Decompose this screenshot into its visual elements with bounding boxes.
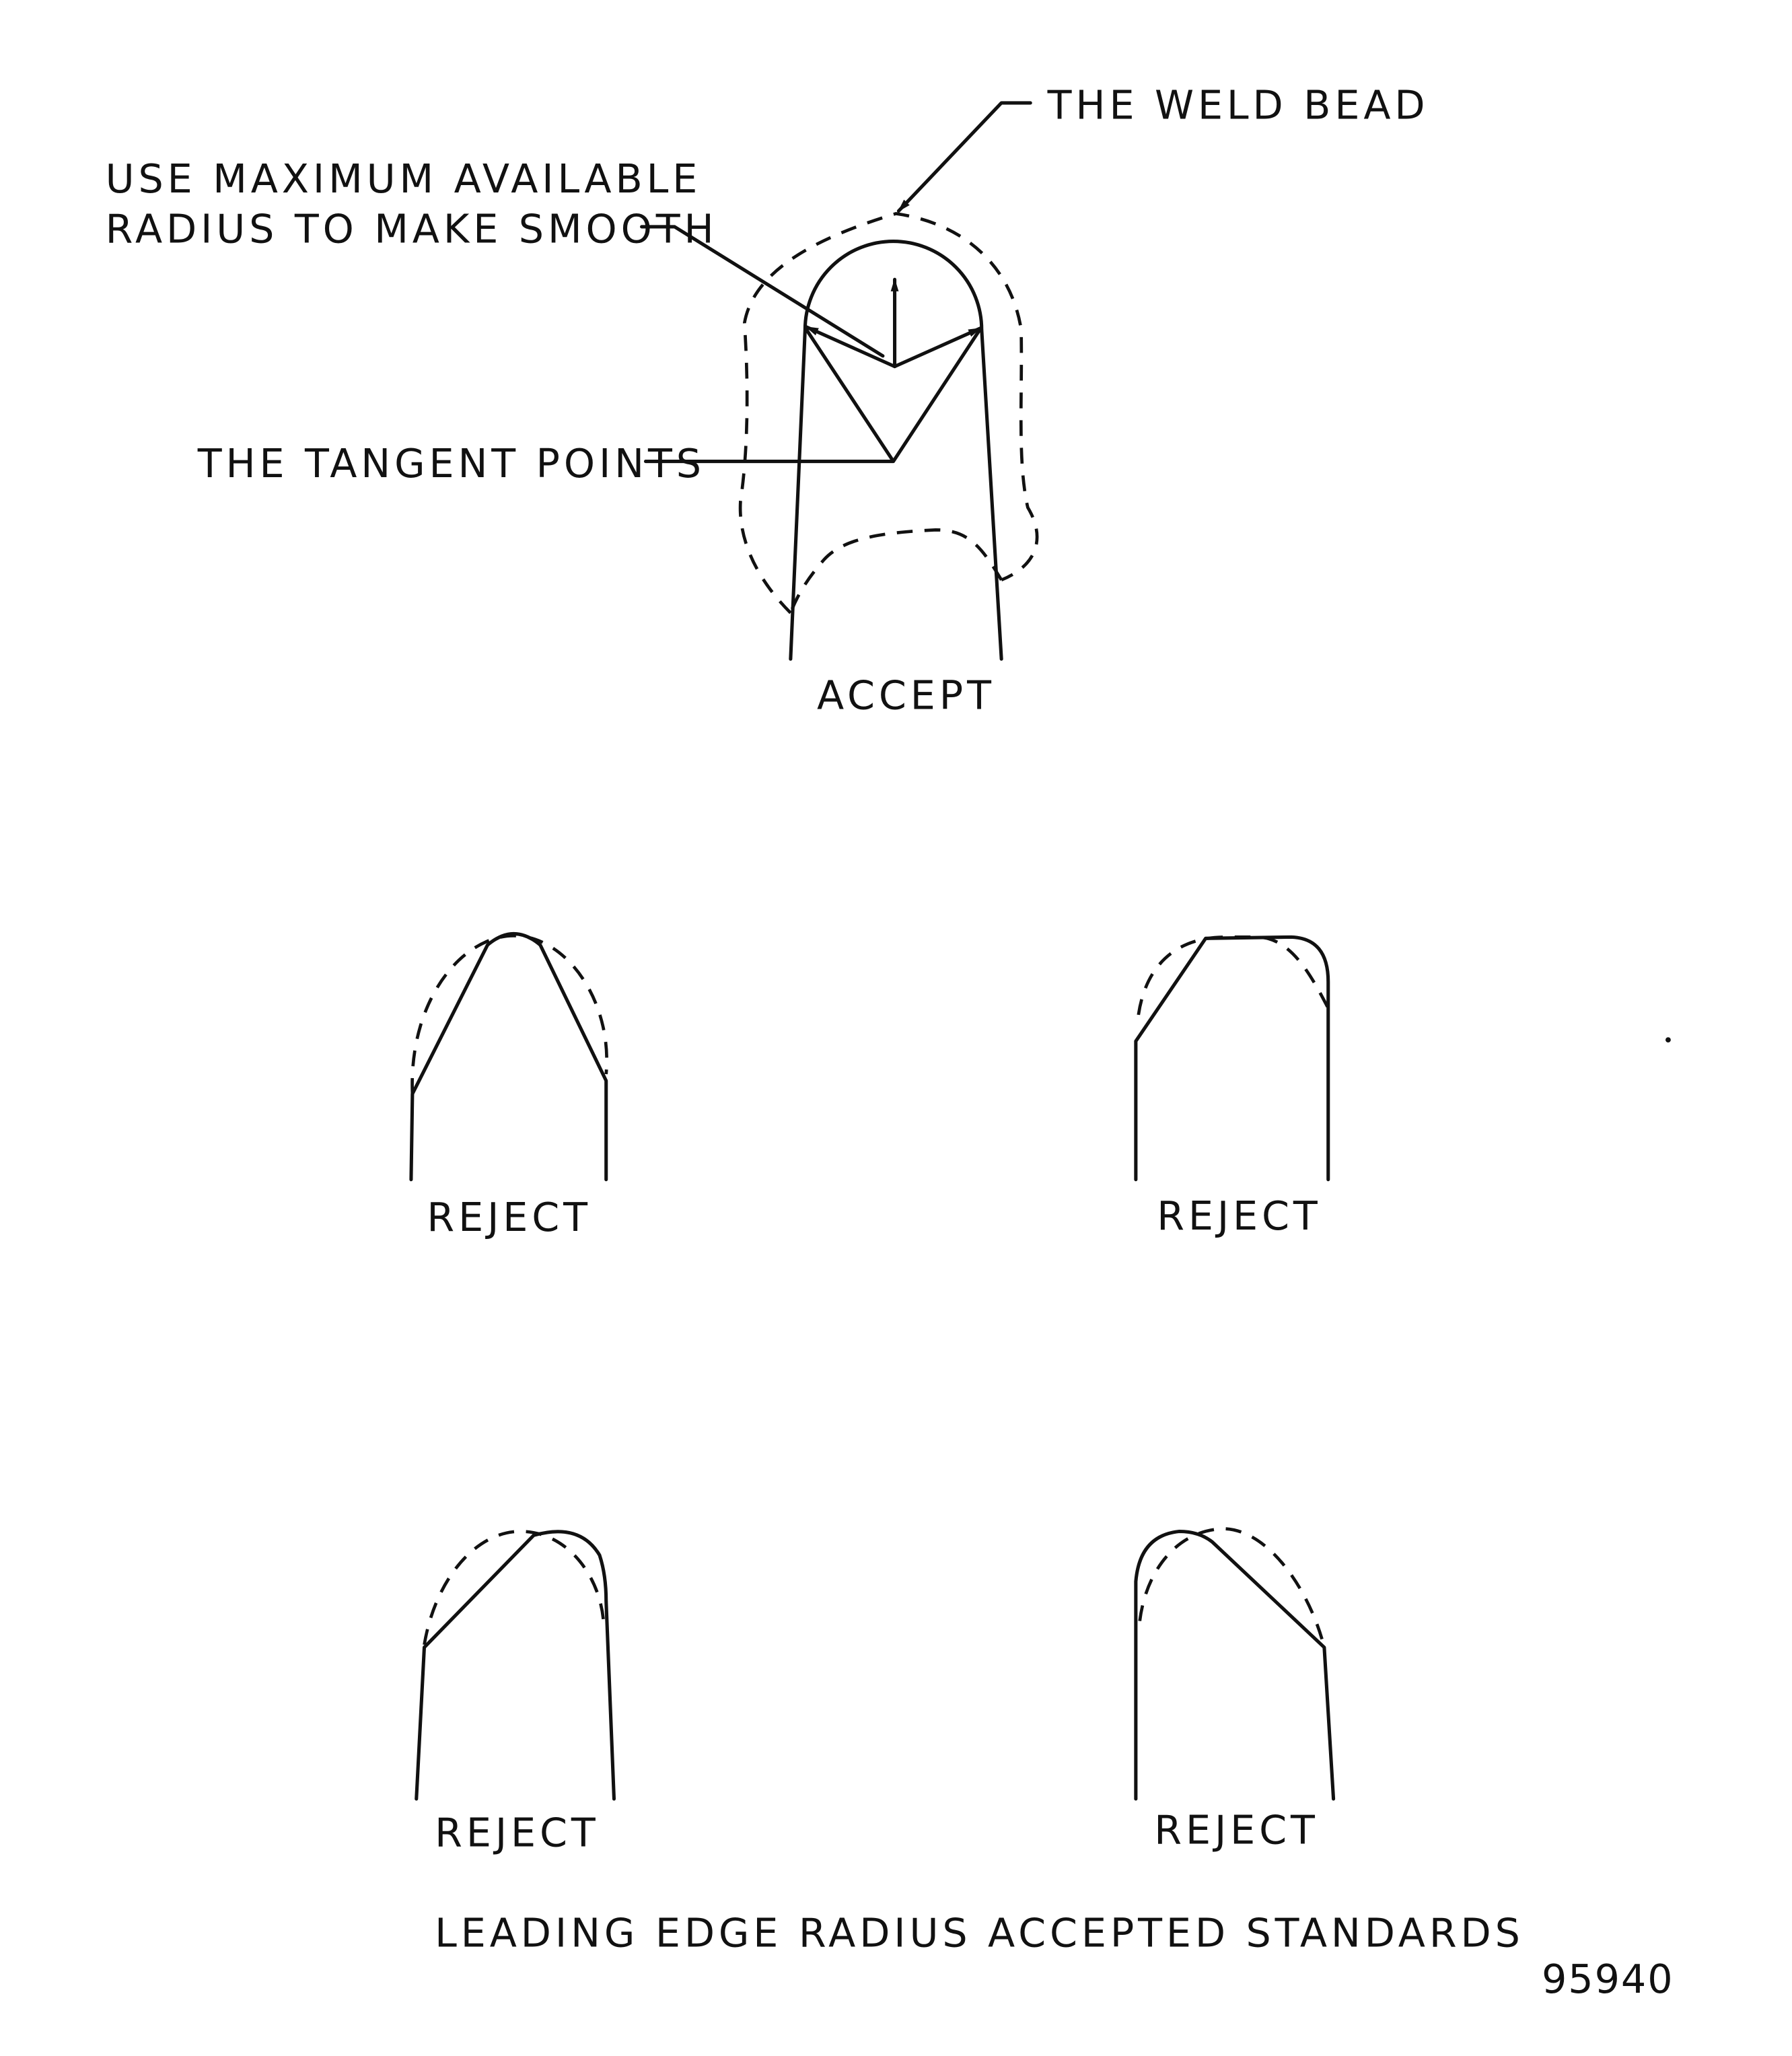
accept-figure [640, 101, 1039, 661]
weld-bead-label: THE WELD BEAD [1047, 81, 1429, 128]
weld-bead-outline [738, 212, 1039, 614]
max-radius-leader [640, 225, 885, 358]
reject-label-3: REJECT [435, 1809, 600, 1855]
reject-4-profile [1134, 1529, 1336, 1801]
reject-figure-4 [1134, 1527, 1336, 1801]
reject-4-ideal-radius [1138, 1527, 1326, 1648]
accept-label: ACCEPT [817, 672, 995, 719]
diagram-caption: LEADING EDGE RADIUS ACCEPTED STANDARDS [435, 1909, 1524, 1956]
reject-1-profile [409, 931, 608, 1182]
weld-bead-leader [896, 101, 1032, 213]
reject-3-ideal-radius [423, 1530, 606, 1645]
reject-figure-3 [415, 1530, 616, 1801]
reject-label-2: REJECT [1157, 1193, 1322, 1239]
max-radius-label-line1: USE MAXIMUM AVAILABLE [106, 155, 702, 202]
figure-number: 95940 [1542, 1956, 1674, 2002]
reject-label-4: REJECT [1154, 1807, 1319, 1853]
accept-profile [789, 239, 1003, 661]
reject-2-profile [1134, 935, 1330, 1182]
tangent-leader [643, 328, 981, 464]
reject-2-ideal-radius [1137, 935, 1330, 1016]
reject-3-profile [415, 1530, 616, 1801]
reject-label-1: REJECT [427, 1194, 592, 1240]
tangent-points-label: THE TANGENT POINTS [197, 440, 705, 487]
radius-arrow-right [892, 326, 982, 369]
reject-1-ideal-radius [410, 934, 608, 1094]
radius-arrow-left [804, 325, 897, 369]
reject-figure-1 [409, 931, 608, 1182]
stray-mark [1665, 1037, 1671, 1043]
max-radius-label-line2: RADIUS TO MAKE SMOOTH [106, 205, 718, 252]
weld-bead-underside [789, 528, 1003, 614]
reject-figure-2 [1134, 935, 1330, 1182]
